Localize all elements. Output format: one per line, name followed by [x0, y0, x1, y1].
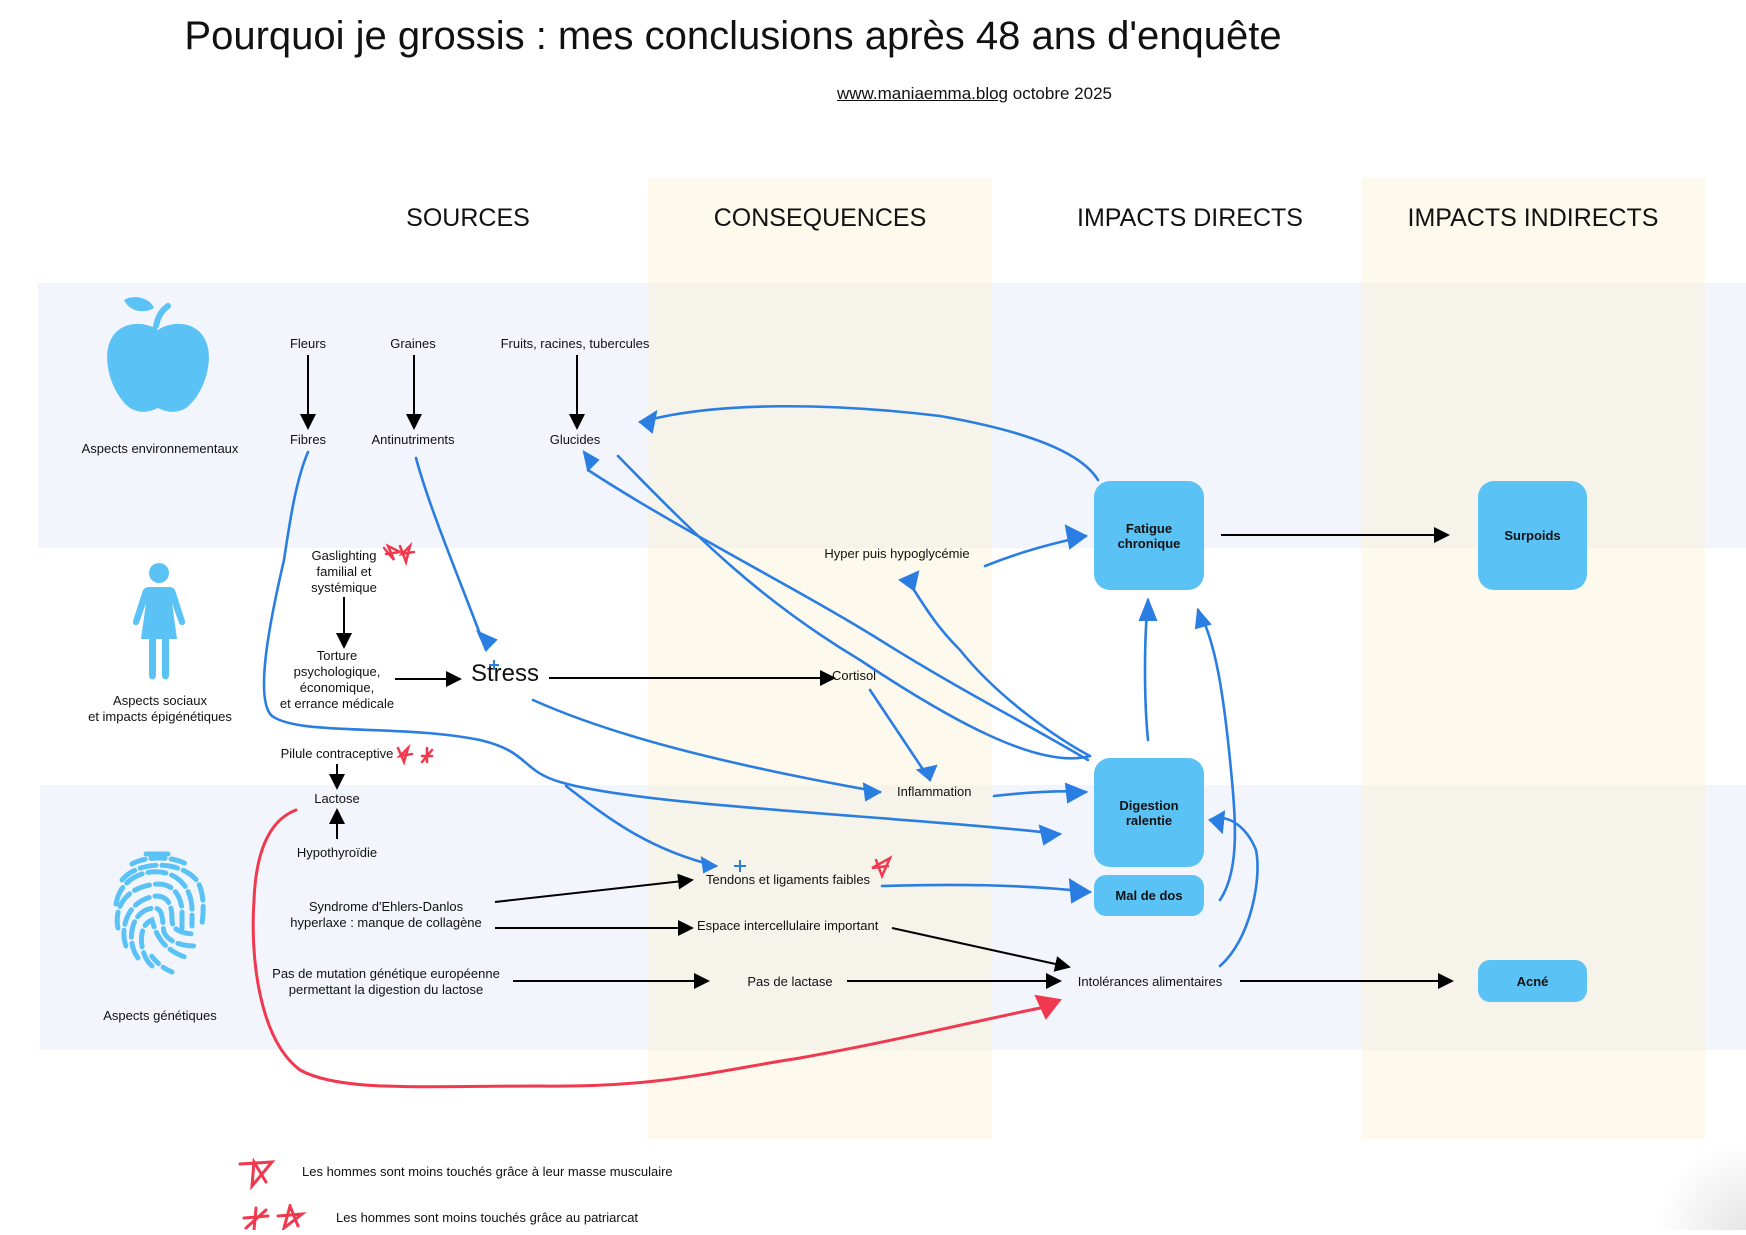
column-band-consequences: [648, 177, 992, 1139]
category-label-genetic: Aspects génétiques: [103, 1008, 217, 1023]
page-title: Pourquoi je grossis : mes conclusions ap…: [184, 14, 1282, 58]
category-label-environment: Aspects environnementaux: [81, 441, 239, 456]
column-header-consequences: CONSEQUENCES: [713, 204, 927, 232]
node-cortisol: Cortisol: [832, 668, 877, 683]
node-tendons: Tendons et ligaments faibles: [706, 872, 871, 887]
node-graines: Graines: [390, 336, 436, 351]
column-header-indirect: IMPACTS INDIRECTS: [1407, 204, 1659, 232]
node-fruits: Fruits, racines, tubercules: [500, 336, 650, 351]
legend-text-2: Les hommes sont moins touchés grâce au p…: [336, 1210, 639, 1225]
legend-text-1: Les hommes sont moins touchés grâce à le…: [302, 1164, 673, 1179]
node-stress: Stress: [470, 660, 539, 687]
fingerprint-icon: [112, 850, 206, 976]
star-pilule-2: [420, 746, 434, 764]
node-pas-de-lactase: Pas de lactase: [747, 974, 833, 989]
column-header-sources: SOURCES: [406, 204, 530, 232]
node-antinutriments: Antinutriments: [371, 432, 455, 447]
box-surpoids: Surpoids: [1478, 481, 1587, 590]
apple-icon: [104, 296, 212, 416]
node-glucides: Glucides: [549, 432, 601, 447]
box-acne: Acné: [1478, 960, 1587, 1002]
node-hypothyroidie: Hypothyroïdie: [296, 845, 378, 860]
node-pilule: Pilule contraceptive: [280, 746, 394, 761]
blog-link[interactable]: www.maniaemma.blog: [837, 84, 1009, 103]
date-text: octobre 2025: [1012, 84, 1112, 103]
page-corner-shadow: [1656, 1140, 1746, 1230]
category-label-social: Aspects sociaux et impacts épigénétiques: [88, 693, 232, 724]
node-fibres: Fibres: [289, 432, 327, 447]
pen-digestion-fatigue: [1143, 598, 1150, 742]
node-inflammation: Inflammation: [897, 784, 972, 799]
node-lactose: Lactose: [314, 791, 360, 806]
node-fleurs: Fleurs: [289, 336, 327, 351]
node-intolerances: Intolérances alimentaires: [1077, 974, 1223, 989]
box-mal-de-dos: Mal de dos: [1094, 875, 1204, 916]
woman-icon: [131, 563, 187, 681]
legend-star-single-icon: [236, 1157, 276, 1191]
legend-star-double-icon: [240, 1201, 310, 1232]
node-hyper-hypoglycemie: Hyper puis hypoglycémie: [824, 546, 970, 561]
column-header-direct: IMPACTS DIRECTS: [1077, 204, 1303, 232]
node-espace: Espace intercellulaire important: [697, 918, 879, 933]
